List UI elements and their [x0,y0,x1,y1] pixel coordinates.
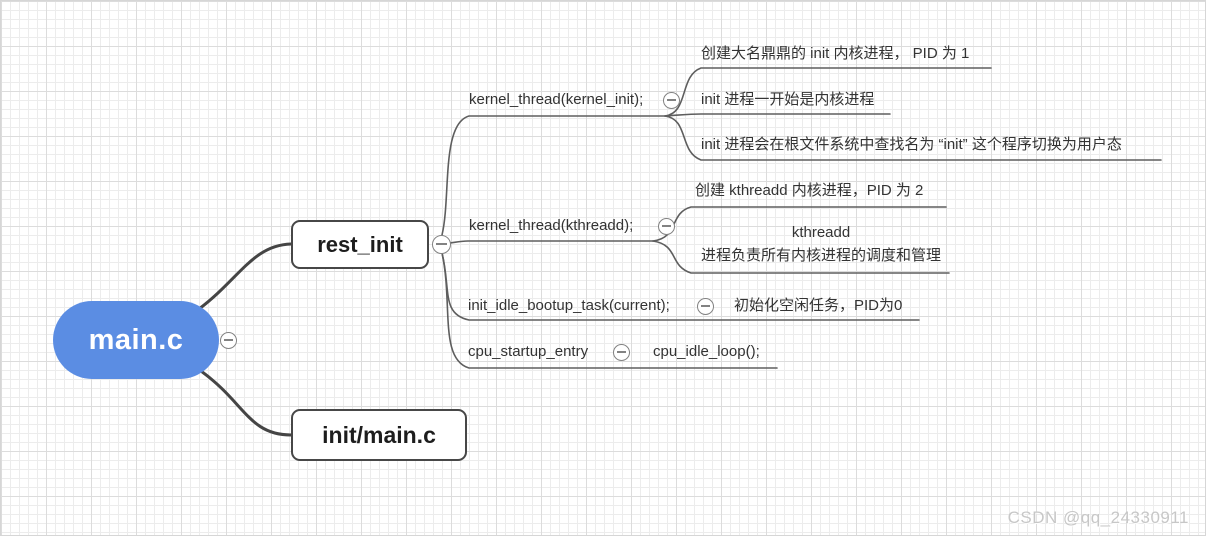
node-rest-init[interactable]: rest_init [291,220,429,269]
node-init-main-c[interactable]: init/main.c [291,409,467,461]
collapse-button-rest-init[interactable] [431,234,451,254]
watermark: CSDN @qq_24330911 [1007,508,1189,527]
topic-init-idle-bootup-task[interactable]: init_idle_bootup_task(current); [468,297,670,314]
collapse-button-cpu-startup[interactable] [612,343,630,361]
node-main-c[interactable]: main.c [53,301,219,379]
topic-init-idle-note1[interactable]: 初始化空闲任务，PID为0 [734,297,903,314]
topic-kthreadd-note2-line2: 进程负责所有内核进程的调度和管理 [700,247,941,264]
collapse-button-kthreadd[interactable] [657,217,675,235]
topic-kthreadd-note2[interactable]: kthreadd 进程负责所有内核进程的调度和管理 [691,221,951,267]
topic-kthreadd-note1[interactable]: 创建 kthreadd 内核进程，PID 为 2 [695,182,924,199]
topic-kernel-init-note1[interactable]: 创建大名鼎鼎的 init 内核进程， PID 为 1 [701,45,970,62]
topic-cpu-startup-entry[interactable]: cpu_startup_entry [468,343,589,360]
edge-root-rest-init [197,242,293,311]
topic-kernel-thread-kernel-init[interactable]: kernel_thread(kernel_init); [469,91,644,108]
edge-root-init-main-c [199,369,293,437]
topic-kernel-thread-kthreadd[interactable]: kernel_thread(kthreadd); [469,217,634,234]
collapse-button-kernel-init[interactable] [662,91,680,109]
topic-kthreadd-note2-line1: kthreadd [791,224,851,241]
topic-kernel-init-note2[interactable]: init 进程一开始是内核进程 [701,91,875,108]
topic-cpu-idle-loop[interactable]: cpu_idle_loop(); [653,343,760,360]
collapse-button-main-c[interactable] [219,331,237,349]
collapse-button-init-idle[interactable] [696,297,714,315]
edge-rest-init-kthreadd [449,240,654,244]
topic-kernel-init-note3[interactable]: init 进程会在根文件系统中查找名为 “init” 这个程序切换为用户态 [701,136,1122,153]
edge-kernel-init-note2 [664,113,891,117]
